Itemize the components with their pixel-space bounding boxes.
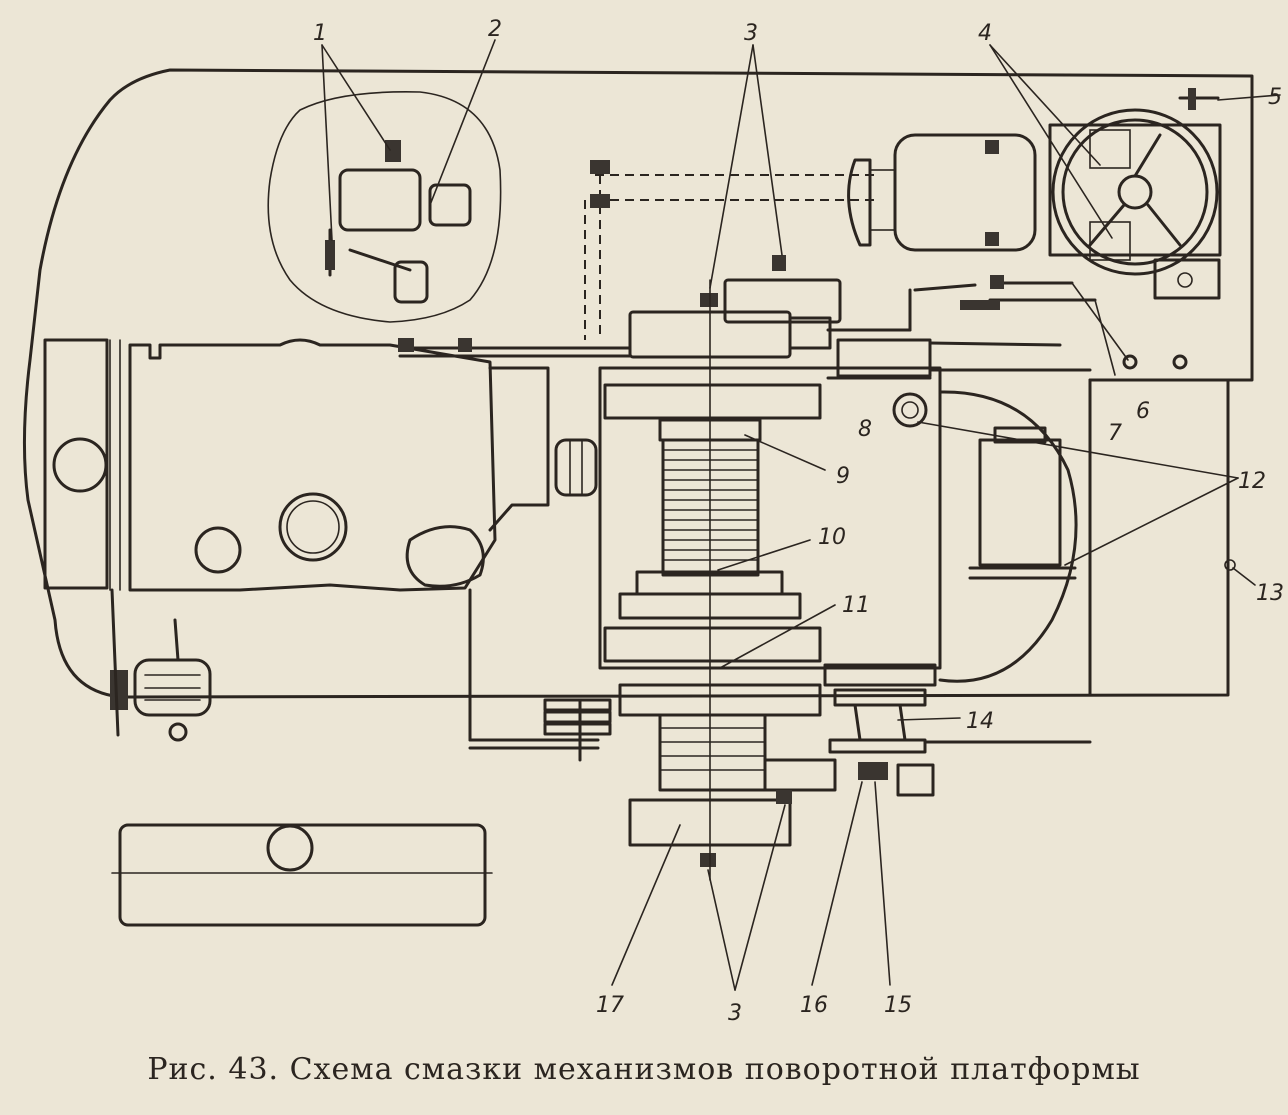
lower-drum [618,683,837,867]
leader-3c [707,869,736,991]
leader-8-12 [917,421,1239,479]
callout-5: 5 [1268,85,1282,110]
control-wheel [1048,108,1222,300]
callout-2: 2 [488,17,502,42]
inset-detail-outline [267,91,502,323]
callout-9: 9 [836,464,850,489]
callout-3-top: 3 [744,21,758,46]
operator-seat [847,133,1037,252]
inset-detail-part [325,140,472,304]
engine-port-small [194,526,242,574]
coupling [554,438,598,497]
generator [110,588,212,742]
engine-block [128,338,497,592]
leader-15 [874,781,891,986]
leader-12 [1064,477,1239,566]
leader-14 [897,717,961,721]
leader-5 [1217,94,1281,101]
figure-caption: Рис. 43. Схема смазки механизмов поворот… [147,1052,1141,1087]
leader-2 [429,39,496,206]
fuel-tank [111,823,493,927]
leader-1a [321,44,391,151]
leader-9 [744,434,826,471]
callout-3-bottom: 3 [728,1001,742,1026]
leader-1b [321,44,333,241]
fitting [590,160,610,174]
callout-16: 16 [800,993,828,1018]
callout-8: 8 [858,417,872,442]
callout-13: 13 [1256,581,1284,606]
leader-4b [989,44,1113,239]
callout-17: 17 [596,993,624,1018]
leader-4a [989,44,1101,166]
engine-side [488,366,550,532]
fitting-13 [1224,559,1236,571]
fitting [458,338,472,352]
oil-lines-right [826,275,1188,378]
callout-14: 14 [966,709,994,734]
winch-frame [598,366,942,670]
fitting-5 [1178,88,1220,110]
callout-6: 6 [1136,399,1150,424]
engine-port-large-inner [286,500,340,554]
slewing-pinion [968,426,1077,580]
callout-11: 11 [842,593,870,618]
leader-3a [709,44,754,289]
callout-15: 15 [884,993,912,1018]
swing-gearbox-top [628,255,842,359]
leader-17 [611,824,681,986]
leader-16 [811,781,863,986]
left-end-circle [52,437,108,493]
callout-10: 10 [818,525,846,550]
platform-outline [22,68,1254,699]
engine-port-large [278,492,348,562]
callout-7: 7 [1108,421,1122,446]
fitting [398,338,414,352]
leader-3b [752,44,783,256]
callout-1: 1 [313,21,327,46]
swing-reducer [823,663,1092,797]
callout-12: 12 [1238,469,1266,494]
slewing-arc [938,390,1078,683]
leader-10 [717,539,811,571]
leader-13 [1232,567,1256,586]
callout-4: 4 [978,21,992,46]
leader-3d [734,804,786,991]
leader-11 [719,604,836,669]
engine-belt [405,525,485,588]
gear-stack [468,588,612,762]
oil-filler-8-inner [901,401,919,419]
oil-filler-8 [892,392,928,428]
fitting [590,194,610,208]
